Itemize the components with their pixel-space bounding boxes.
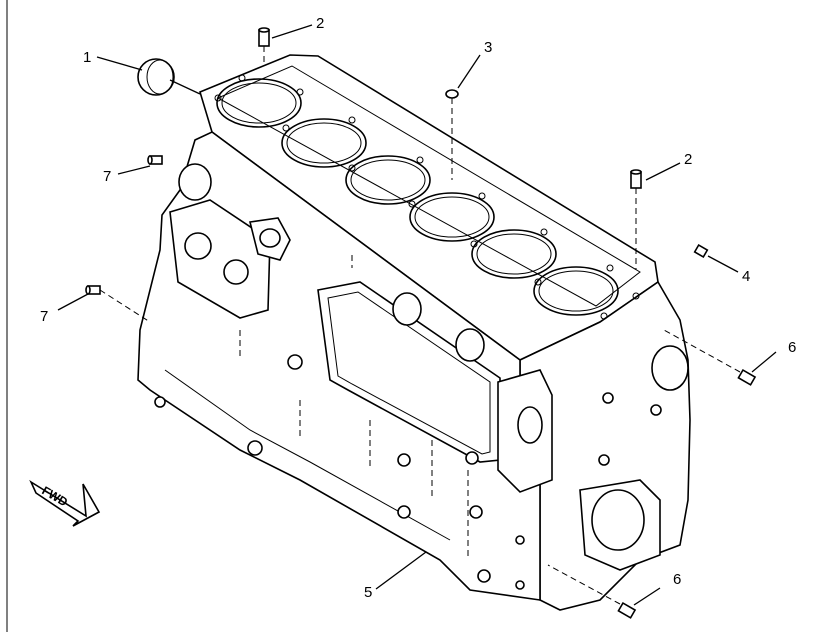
part-4-pin	[693, 243, 709, 259]
part-3-washer	[445, 89, 459, 180]
part-7-pin-upper	[147, 155, 163, 165]
cylinder-bore-4	[409, 192, 495, 242]
callout-7-upper: 7	[103, 168, 111, 185]
cylinder-bore-6	[533, 266, 619, 316]
deck-bolt-holes	[214, 74, 640, 320]
cylinder-bore-3	[345, 155, 431, 205]
leader-lines	[57, 24, 777, 606]
cylinder-bore-2	[281, 118, 367, 168]
callout-6-lower: 6	[673, 571, 681, 588]
cylinder-bore-5	[471, 229, 557, 279]
cylinder-bore-1	[216, 78, 302, 128]
cylinder-block	[137, 54, 691, 611]
callout-6-upper: 6	[788, 339, 796, 356]
part-6-dowel-upper	[663, 329, 757, 386]
callout-labels: 1 2 3 2 7 4 7 6 5 6	[40, 15, 796, 601]
part-2-dowel-right	[630, 169, 642, 270]
callout-7-lower: 7	[40, 308, 48, 325]
part-2-dowel-top	[258, 27, 270, 66]
callout-2-top: 2	[316, 15, 324, 32]
cylinder-bores	[216, 78, 619, 316]
callout-5: 5	[364, 584, 372, 601]
part-7-pin-lower	[85, 285, 151, 323]
part-6-dowel-lower	[547, 564, 637, 619]
callout-2-right: 2	[684, 151, 692, 168]
part-1-plug	[137, 58, 175, 96]
callout-3: 3	[484, 39, 492, 56]
forward-direction-arrow: FWD	[29, 479, 101, 527]
callout-4: 4	[742, 268, 750, 285]
callout-1: 1	[83, 49, 91, 66]
